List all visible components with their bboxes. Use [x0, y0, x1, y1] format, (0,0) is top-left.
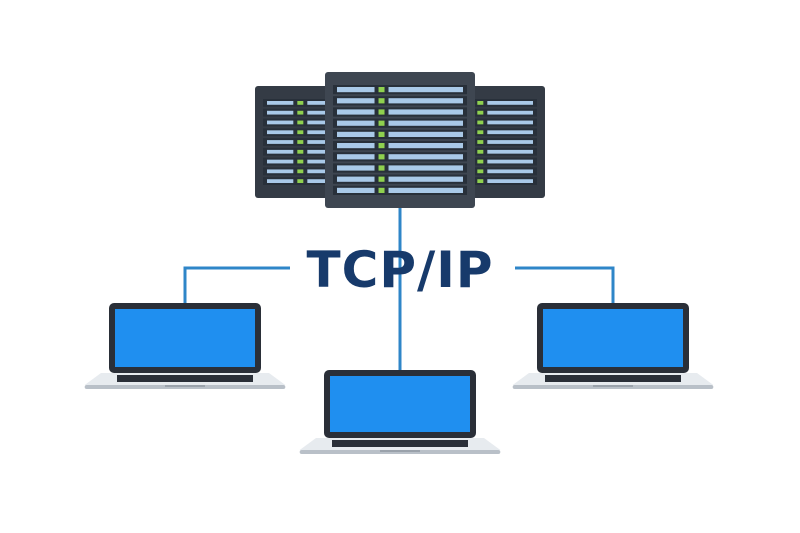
laptop-center-icon: [299, 370, 501, 454]
rack-led: [297, 140, 304, 144]
laptop-right-icon: [512, 303, 714, 389]
rack-slot-bar: [487, 101, 533, 105]
rack-slot-strip: [337, 131, 375, 137]
laptop-keyboard: [545, 375, 681, 382]
rack-led: [297, 130, 304, 135]
laptop-notch: [593, 385, 633, 387]
rack-slot-strip: [337, 154, 375, 160]
rack-slot-strip: [267, 110, 294, 115]
rack-slot-strip: [267, 149, 294, 154]
rack-slot-strip: [267, 140, 294, 144]
rack-slot-bar: [487, 110, 533, 115]
rack-slot-strip: [337, 98, 375, 104]
laptop-screen: [543, 309, 683, 367]
rack-slot-strip: [337, 187, 375, 193]
rack-led: [378, 109, 385, 115]
rack-led: [297, 159, 304, 164]
rack-led: [477, 130, 484, 135]
laptop-screen: [330, 376, 470, 432]
rack-led: [477, 120, 484, 125]
rack-slot-bar: [388, 120, 463, 126]
rack-led: [297, 101, 304, 105]
rack-led: [378, 98, 385, 104]
rack-led: [477, 101, 484, 105]
rack-led: [378, 120, 385, 126]
rack-slot-bar: [388, 154, 463, 160]
rack-led: [477, 110, 484, 115]
rack-slot-strip: [267, 101, 294, 105]
rack-slot-bar: [388, 87, 463, 93]
rack-led: [378, 131, 385, 137]
tcp-ip-label: TCP/IP: [307, 241, 494, 299]
rack-led: [297, 110, 304, 115]
rack-slot-strip: [337, 143, 375, 149]
rack-slot-bar: [388, 143, 463, 149]
rack-slot-bar: [487, 159, 533, 164]
laptop-keyboard: [332, 440, 468, 447]
rack-led: [378, 187, 385, 193]
rack-led: [477, 179, 484, 183]
laptop-keyboard: [117, 375, 253, 382]
rack-slot-bar: [487, 169, 533, 174]
rack-slot-bar: [388, 109, 463, 115]
rack-slot-strip: [267, 179, 294, 183]
laptop-left-icon: [84, 303, 286, 389]
rack-slot-strip: [267, 169, 294, 174]
rack-led: [378, 87, 385, 93]
laptop-screen: [115, 309, 255, 367]
server-rack-center-icon: [325, 72, 475, 208]
rack-slot-bar: [388, 98, 463, 104]
rack-led: [477, 169, 484, 174]
rack-slot-bar: [487, 149, 533, 154]
rack-slot-bar: [388, 176, 463, 182]
laptop-notch: [165, 385, 205, 387]
rack-slot-strip: [337, 120, 375, 126]
rack-led: [297, 179, 304, 183]
rack-slot-bar: [388, 187, 463, 193]
rack-led: [477, 149, 484, 154]
rack-led: [477, 159, 484, 164]
rack-led: [477, 140, 484, 144]
rack-slot-strip: [337, 176, 375, 182]
rack-slot-strip: [267, 159, 294, 164]
rack-slot-bar: [487, 140, 533, 144]
rack-slot-bar: [487, 120, 533, 125]
rack-slot-bar: [388, 131, 463, 137]
rack-body: [325, 72, 475, 208]
rack-slot-strip: [337, 109, 375, 115]
rack-slot-strip: [267, 120, 294, 125]
rack-led: [297, 149, 304, 154]
connector-server-to-laptop-right: [515, 266, 615, 303]
rack-led: [378, 154, 385, 160]
rack-slot-strip: [337, 87, 375, 93]
rack-slot-strip: [337, 165, 375, 171]
rack-slot-bar: [487, 130, 533, 135]
rack-led: [378, 176, 385, 182]
rack-led: [378, 165, 385, 171]
connector-server-to-laptop-left: [183, 266, 290, 303]
laptop-notch: [380, 450, 420, 452]
rack-led: [297, 169, 304, 174]
rack-slot-bar: [388, 165, 463, 171]
connector-lines: [183, 207, 615, 370]
rack-led: [297, 120, 304, 125]
rack-slot-strip: [267, 130, 294, 135]
rack-slot-bar: [487, 179, 533, 183]
rack-led: [378, 143, 385, 149]
